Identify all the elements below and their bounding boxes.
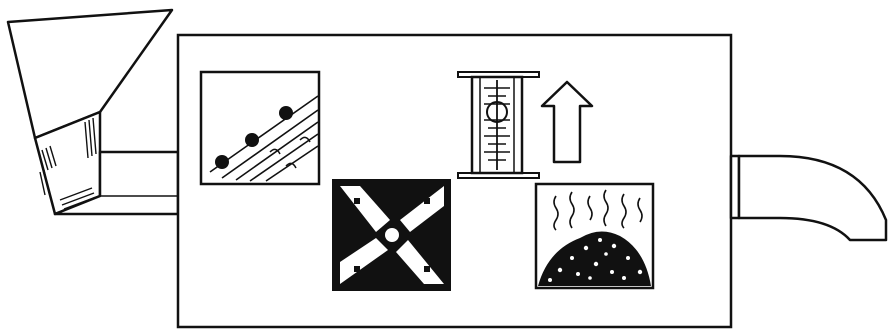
outlet-pipe-icon	[729, 154, 888, 242]
steaming-pile-icon	[534, 182, 655, 290]
upward-arrow-icon	[540, 80, 594, 164]
crushing-gears-icon	[332, 179, 451, 291]
heating-element-icon	[457, 71, 540, 179]
hopper-icon	[6, 8, 180, 216]
conveyor-belt-icon	[199, 70, 321, 186]
